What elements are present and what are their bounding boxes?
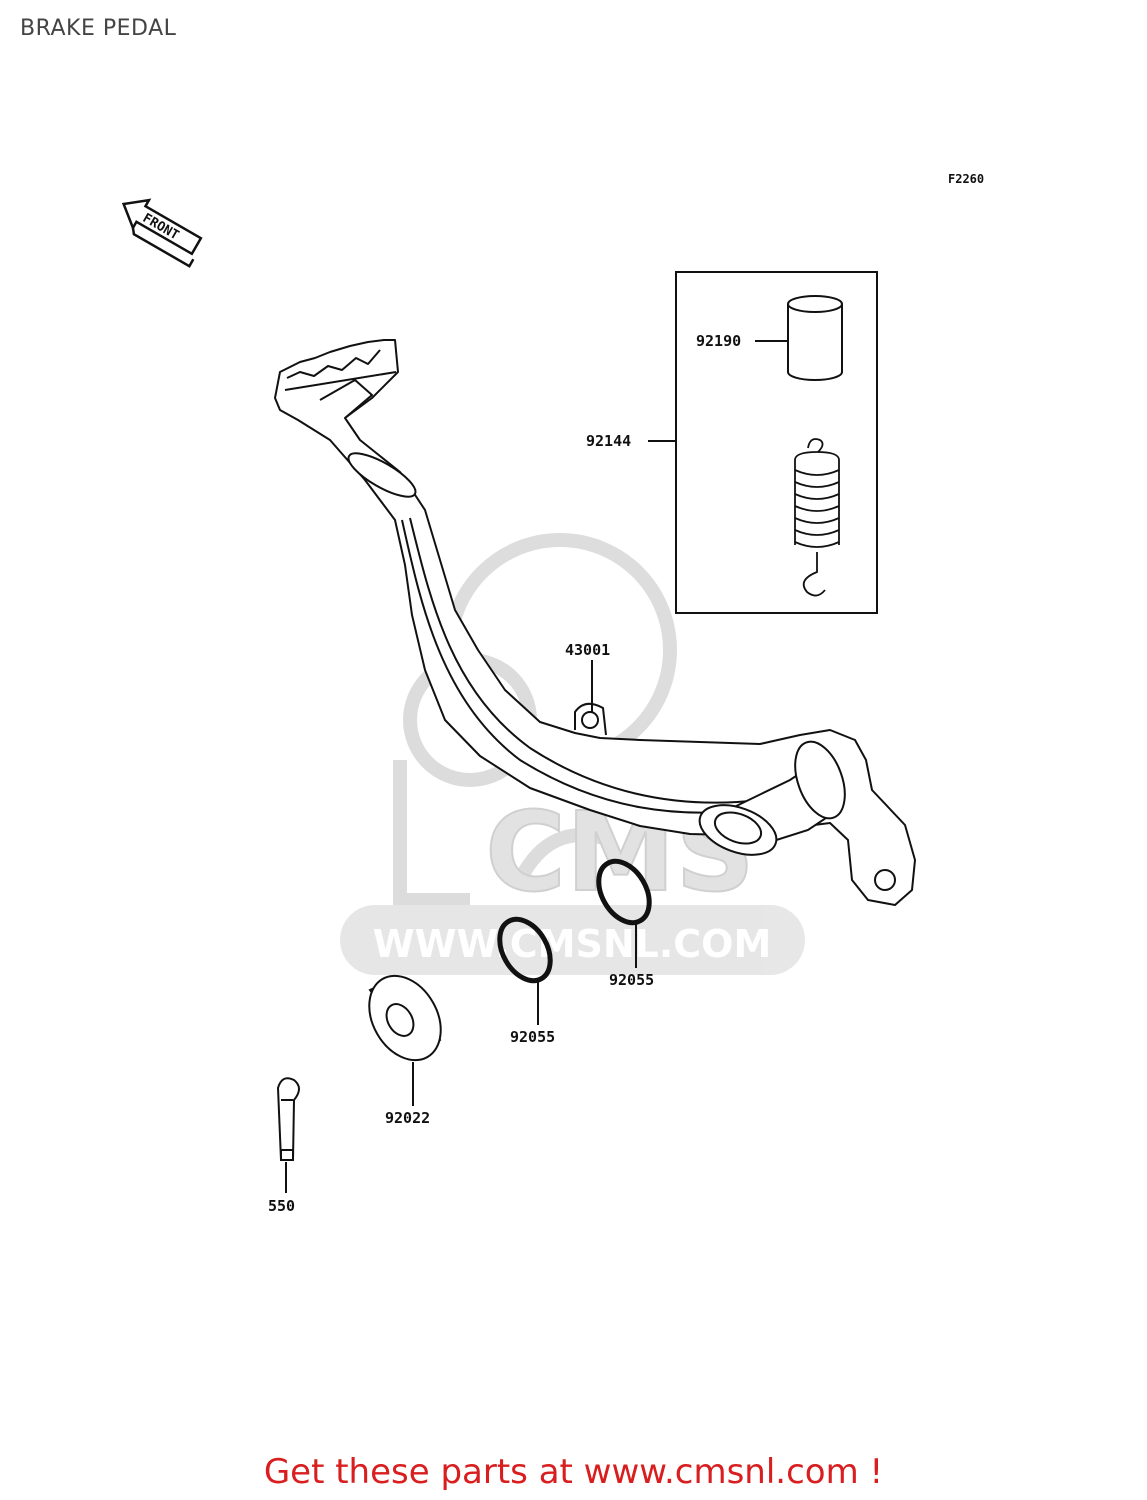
part-label-550: 550 bbox=[268, 1197, 295, 1215]
part-label-92055-left: 92055 bbox=[510, 1028, 555, 1046]
pivot-shaft[interactable] bbox=[693, 735, 854, 864]
cotter-pin-550[interactable] bbox=[276, 1077, 300, 1161]
o-ring-92055-left[interactable] bbox=[489, 910, 560, 989]
washer-92022[interactable] bbox=[355, 963, 455, 1073]
part-label-92144: 92144 bbox=[586, 432, 631, 450]
footer-cta-container: Get these parts at www.cmsnl.com ! bbox=[0, 1452, 1147, 1492]
figure-code: F2260 bbox=[948, 172, 984, 186]
page-title: BRAKE PEDAL bbox=[20, 16, 177, 41]
parts-diagram: CMS WWW.CMSNL.COM F2260 FRONT 92190 9214… bbox=[121, 172, 984, 1215]
bushing-92190[interactable] bbox=[787, 295, 843, 381]
watermark-url: WWW.CMSNL.COM bbox=[373, 922, 772, 966]
part-label-92055-right: 92055 bbox=[609, 971, 654, 989]
part-label-92190: 92190 bbox=[696, 332, 741, 350]
front-arrow-icon: FRONT bbox=[121, 198, 203, 268]
o-ring-92055-right[interactable] bbox=[588, 852, 659, 931]
footer-cta-link[interactable]: Get these parts at www.cmsnl.com ! bbox=[263, 1452, 884, 1492]
part-label-92022: 92022 bbox=[385, 1109, 430, 1127]
brake-pedal-43001[interactable] bbox=[274, 339, 916, 906]
kit-box bbox=[675, 271, 878, 614]
spring[interactable] bbox=[794, 438, 840, 597]
part-label-43001: 43001 bbox=[565, 641, 610, 659]
